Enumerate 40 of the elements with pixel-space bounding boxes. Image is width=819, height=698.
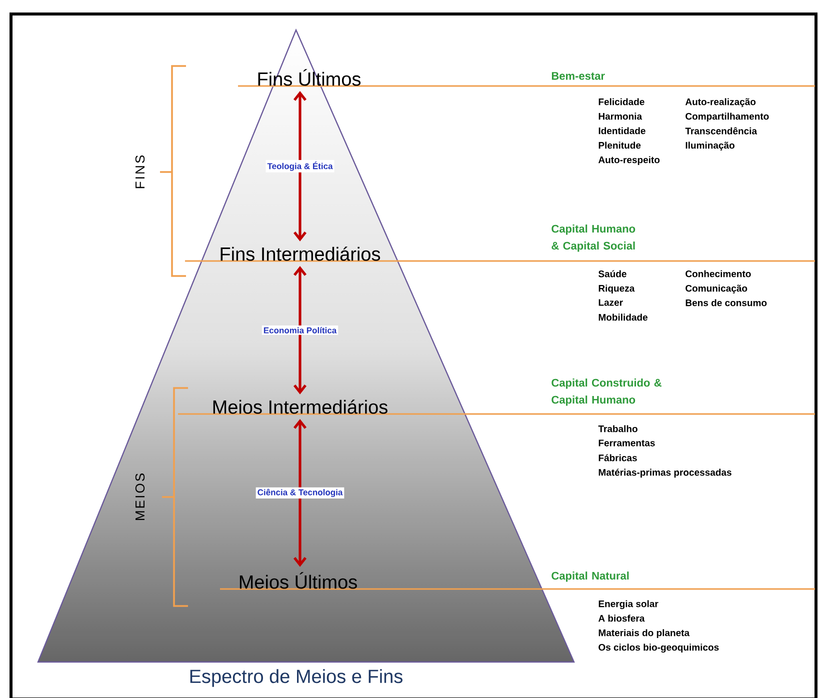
caption: Espectro de Meios e Fins <box>190 669 402 687</box>
list-item: Mobilidade <box>598 314 648 321</box>
double-arrow <box>293 419 307 567</box>
list-item: A biosfera <box>598 614 645 622</box>
list-item: Riqueza <box>598 284 635 294</box>
list-item: Lazer <box>598 299 623 306</box>
list-item: Trabalho <box>598 425 638 432</box>
list-item: Fábricas <box>598 454 637 462</box>
list-item: Matérias-primas processadas <box>598 468 732 478</box>
list-item: Os ciclos bio-geoquimicos <box>598 644 719 653</box>
level-label: Meios Últimos <box>240 572 357 589</box>
list-item: Energia solar <box>598 600 658 610</box>
edge-label: Ciência & Tecnologia <box>256 487 344 499</box>
list-item: Comunicação <box>686 284 748 294</box>
list-item: Compartilhamento <box>686 112 769 122</box>
double-arrow <box>293 266 307 394</box>
list-item: Bens de consumo <box>686 299 767 306</box>
capital-heading: Capital Natural <box>552 572 629 582</box>
edge-label: Economia Política <box>262 326 338 335</box>
list-item: Iluminação <box>686 142 734 151</box>
side-label: MEIOS <box>135 474 145 520</box>
capital-heading: Bem-estar <box>552 72 605 80</box>
side-label: FINS <box>135 155 145 188</box>
list-item: Auto-realização <box>685 98 756 108</box>
edge-label: Teologia & Ética <box>266 160 334 172</box>
capital-heading: Capital Humano & Capital Social <box>552 224 636 252</box>
capital-heading: Capital Construido & Capital Humano <box>552 378 662 406</box>
double-arrow <box>293 91 307 242</box>
list-item: Harmonia <box>598 112 642 120</box>
list-item: Materiais do planeta <box>598 629 690 638</box>
list-item: Conhecimento <box>686 270 751 278</box>
list-item: Plenitude <box>598 142 641 149</box>
list-item: Ferramentas <box>598 440 655 446</box>
level-label: Meios Intermediários <box>213 400 388 414</box>
list-item: Identidade <box>598 127 646 134</box>
list-item: Saúde <box>598 270 626 278</box>
level-label: Fins Intermediários <box>220 246 380 261</box>
list-item: Auto-respeito <box>598 156 660 166</box>
list-item: Felicidade <box>598 98 644 106</box>
list-item: Transcendência <box>685 127 758 134</box>
